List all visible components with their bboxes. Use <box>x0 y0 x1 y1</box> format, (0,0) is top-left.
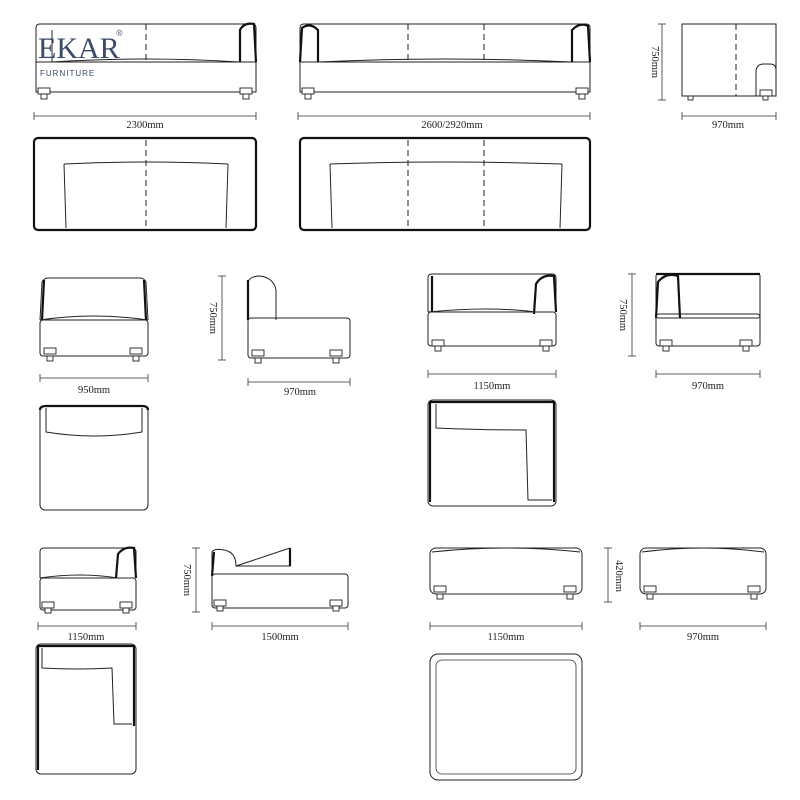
corner-side-depth-label: 970mm <box>692 381 724 392</box>
three-seat-width-label: 2300mm <box>126 120 163 131</box>
corner-width-label: 1150mm <box>474 381 511 392</box>
armless-unit-top <box>38 404 150 511</box>
armless-side-depth-label: 970mm <box>284 387 316 398</box>
armless-side-depth-dim: 970mm <box>247 378 351 398</box>
ottoman-side-depth-label: 970mm <box>687 632 719 643</box>
chaise-side-height-label: 750mm <box>181 564 192 596</box>
brand-logo: EKAR ® FURNITURE <box>38 28 123 78</box>
chaise-side-view <box>210 547 349 612</box>
three-seat-sofa-front <box>35 22 258 100</box>
ottoman-front <box>429 547 583 600</box>
corner-unit-front <box>427 273 558 352</box>
sofa-side-depth-label: 970mm <box>712 120 744 131</box>
ottoman-height-label: 420mm <box>613 560 624 592</box>
ottoman-top <box>429 653 583 781</box>
chaise-side-height-dim: 750mm <box>181 547 200 613</box>
sofa-side-height-label: 750mm <box>649 46 660 78</box>
ottoman-width-dim: 1150mm <box>429 622 583 643</box>
arm-unit-width-label: 1150mm <box>68 632 105 643</box>
four-seat-sofa-front <box>298 23 592 100</box>
three-seat-width-dim: 2300mm <box>33 112 257 131</box>
ottoman-side <box>639 547 767 600</box>
three-seat-sofa-top <box>32 136 258 232</box>
arm-unit-top <box>35 643 137 775</box>
ottoman-height-dim: 420mm <box>604 547 624 603</box>
armless-unit-side <box>246 275 351 364</box>
corner-side-height-label: 750mm <box>617 299 628 331</box>
corner-unit-top <box>427 399 557 507</box>
four-seat-sofa-top <box>298 136 592 232</box>
ottoman-width-label: 1150mm <box>488 632 525 643</box>
chaise-side-depth-dim: 1500mm <box>211 622 349 643</box>
armless-side-height-dim: 750mm <box>207 275 226 361</box>
ottoman-side-depth-dim: 970mm <box>639 622 767 643</box>
armless-width-label: 950mm <box>78 385 110 396</box>
chaise-side-depth-label: 1500mm <box>261 632 298 643</box>
registered-mark: ® <box>116 28 123 38</box>
sofa-side-height-dim: 750mm <box>649 23 666 101</box>
armless-side-height-label: 750mm <box>207 302 218 334</box>
armless-width-dim: 950mm <box>39 374 149 396</box>
armless-unit-front <box>39 277 149 362</box>
arm-unit-width-dim: 1150mm <box>37 622 137 643</box>
brand-name: EKAR <box>38 32 120 65</box>
four-seat-width-dim: 2600/2920mm <box>297 112 591 131</box>
brand-tagline: FURNITURE <box>40 69 95 78</box>
sofa-side-view <box>681 23 777 101</box>
sofa-side-depth-dim: 970mm <box>681 112 777 131</box>
arm-unit-front <box>39 546 138 614</box>
corner-unit-side <box>654 272 761 352</box>
corner-side-depth-dim: 970mm <box>655 370 761 392</box>
corner-side-height-dim: 750mm <box>617 273 636 357</box>
corner-width-dim: 1150mm <box>427 370 557 392</box>
four-seat-width-label: 2600/2920mm <box>421 120 482 131</box>
